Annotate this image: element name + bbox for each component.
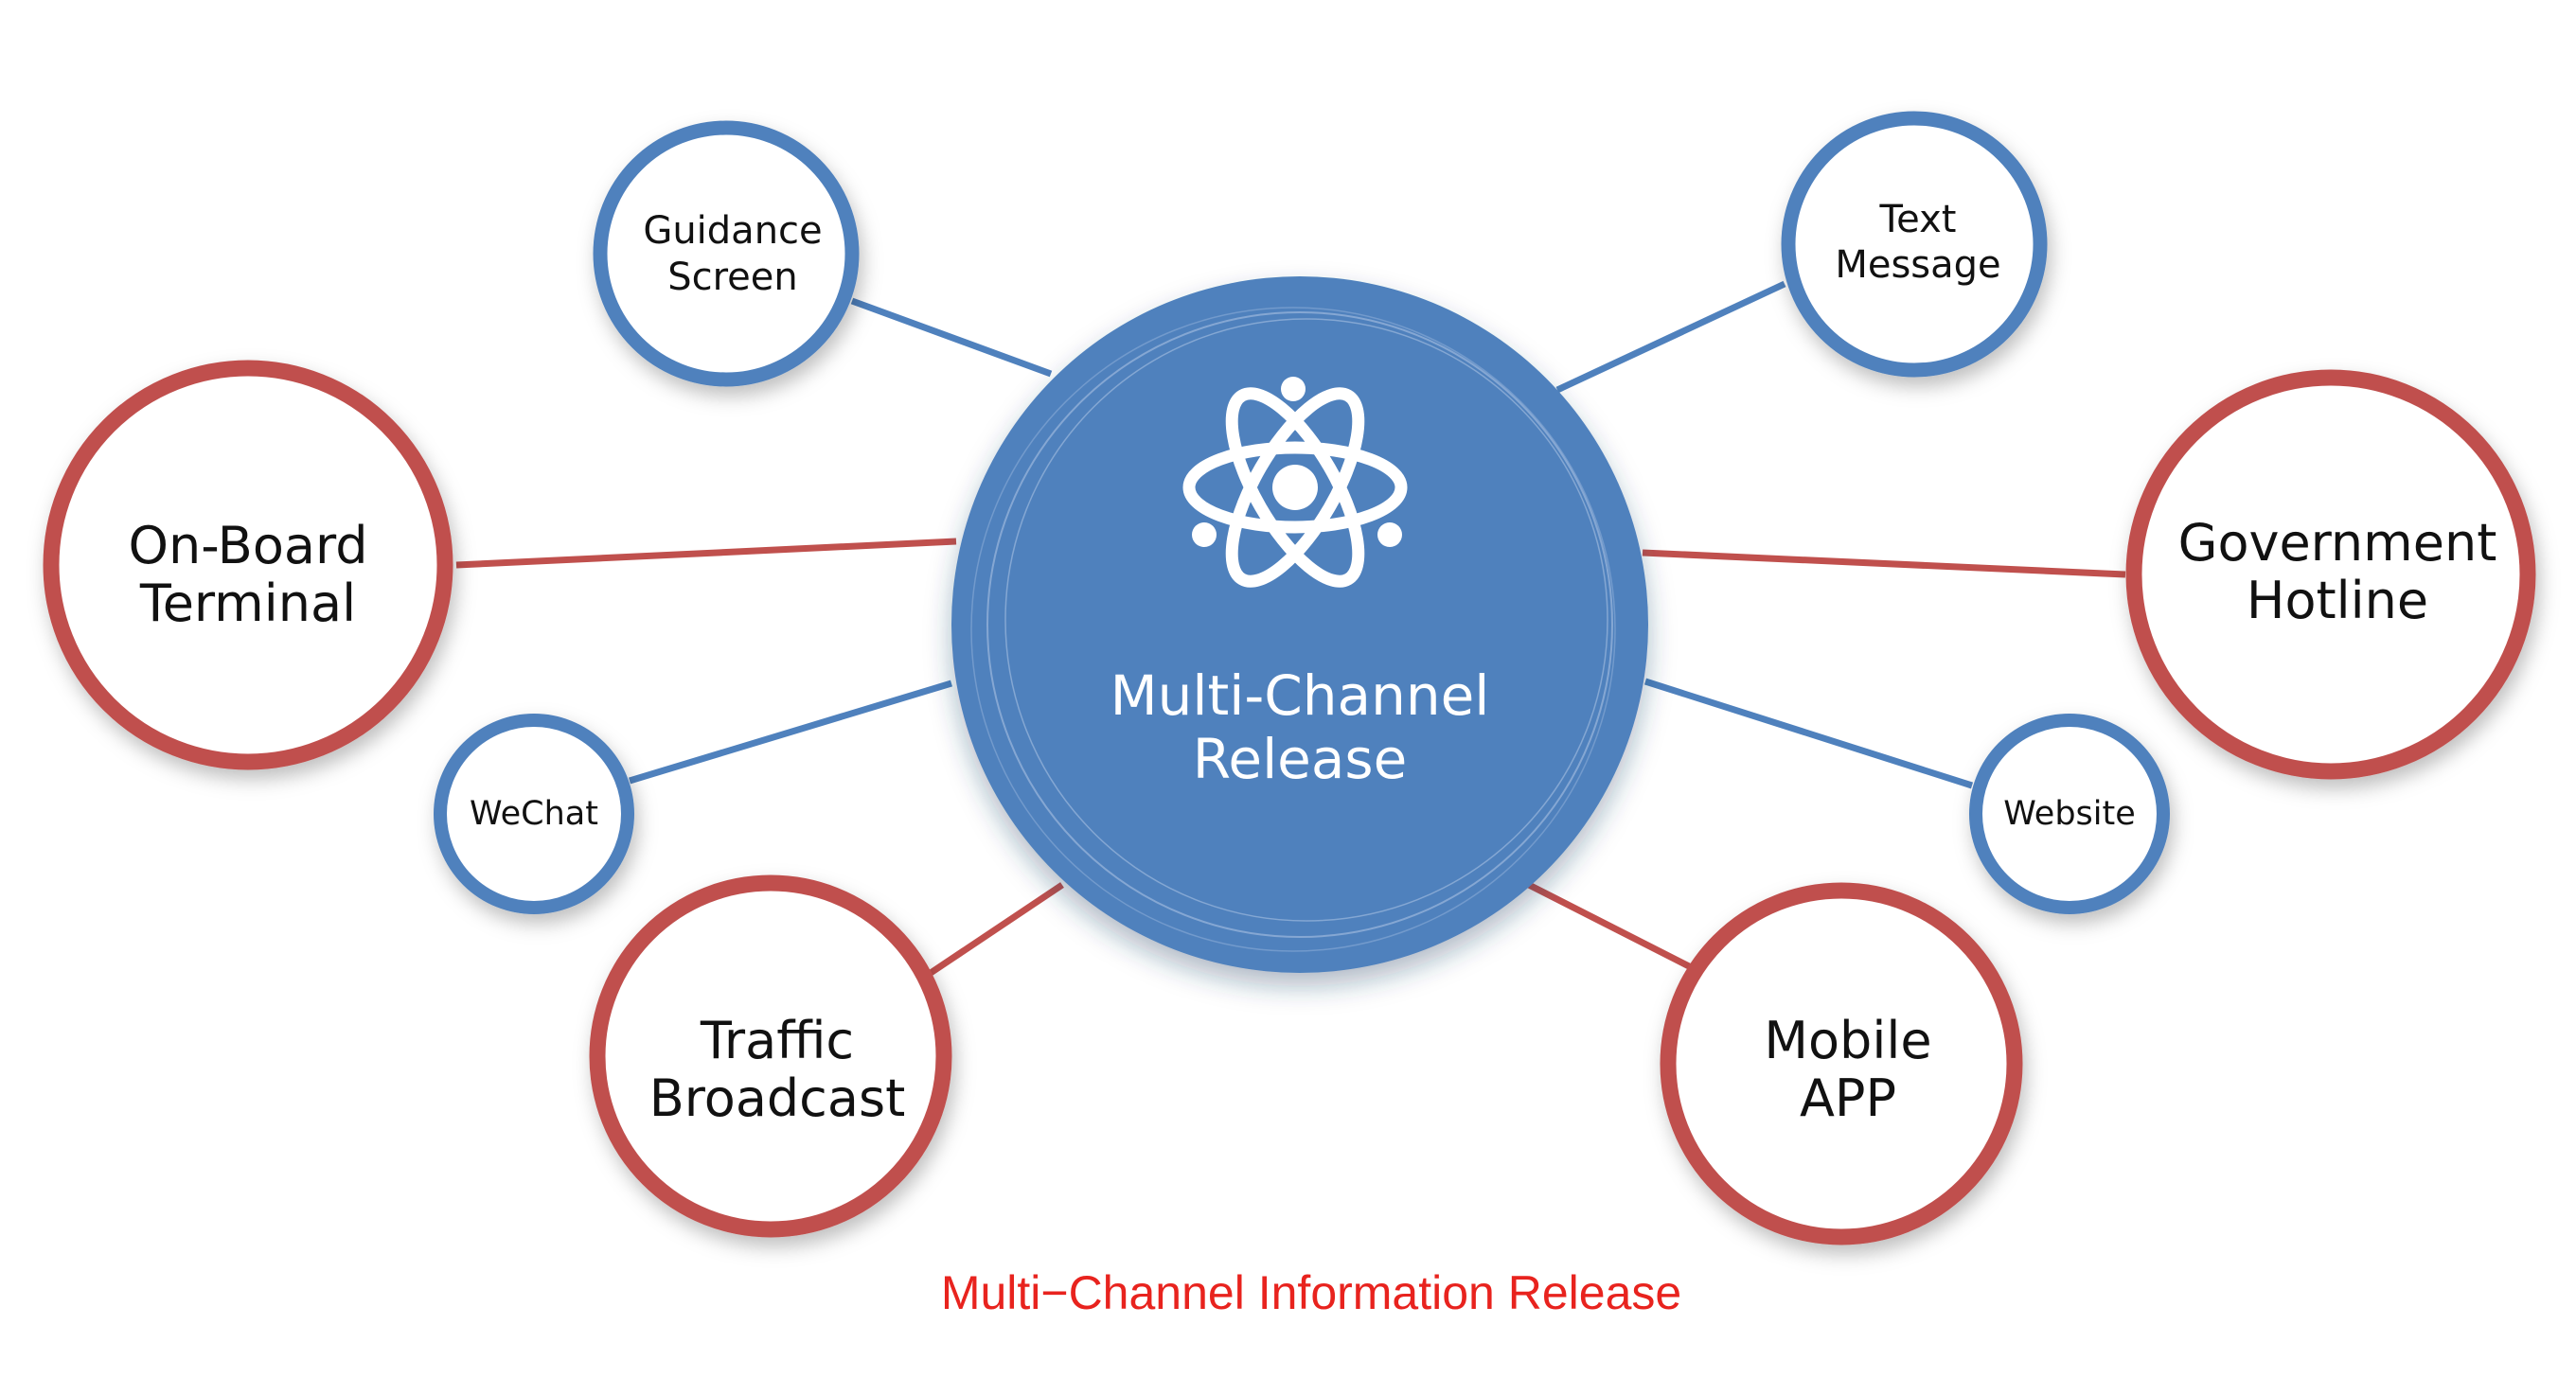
- node-on-board-terminal-line2: Terminal: [139, 574, 356, 633]
- hub-label-line2: Release: [1193, 727, 1408, 791]
- node-on-board-terminal: On-Board Terminal: [43, 360, 453, 770]
- node-mobile-app: Mobile APP: [1660, 882, 2023, 1245]
- node-website-circle: [1969, 714, 2170, 914]
- node-government-hotline-circle: [2125, 369, 2536, 780]
- node-government-hotline-line1: Government: [2178, 513, 2497, 573]
- node-on-board-terminal-circle: [43, 360, 453, 770]
- connectors: [455, 280, 2126, 978]
- node-on-board-terminal-line1: On-Board: [129, 516, 368, 575]
- node-government-hotline-line2: Hotline: [2247, 571, 2428, 630]
- node-guidance-screen: Guidance Screen: [593, 120, 860, 387]
- node-traffic-broadcast-line2: Broadcast: [649, 1068, 906, 1128]
- node-guidance-screen-line1: Guidance: [643, 209, 822, 253]
- atom-icon: [1182, 377, 1408, 588]
- node-website-line1: Website: [2003, 795, 2136, 833]
- node-wechat-line1: WeChat: [470, 795, 598, 833]
- node-traffic-broadcast-line1: Traffic: [700, 1011, 854, 1070]
- hub-inner-ring-3: [970, 307, 1616, 952]
- node-website: Website: [1969, 714, 2170, 914]
- connector-text-message: [1555, 280, 1786, 394]
- node-traffic-broadcast-circle: [589, 874, 952, 1238]
- node-text-message-line2: Message: [1835, 243, 2000, 287]
- diagram-caption: Multi−Channel Information Release: [941, 1266, 1681, 1319]
- node-mobile-app-line2: APP: [1800, 1068, 1896, 1128]
- connector-guidance-screen: [850, 297, 1053, 378]
- connector-mobile-app: [1527, 881, 1697, 973]
- hub-inner-ring-2: [1004, 318, 1608, 922]
- node-text-message-line1: Text: [1879, 198, 1957, 241]
- node-guidance-screen-circle: [593, 120, 860, 387]
- node-text-message-circle: [1781, 111, 2048, 378]
- node-wechat-circle: [434, 714, 634, 914]
- connector-wechat: [628, 680, 953, 785]
- node-traffic-broadcast: Traffic Broadcast: [589, 874, 952, 1238]
- hub-circle: [951, 276, 1648, 973]
- node-text-message: Text Message: [1781, 111, 2048, 378]
- node-mobile-app-line1: Mobile: [1764, 1011, 1931, 1070]
- node-guidance-screen-line2: Screen: [667, 256, 798, 299]
- hub-inner-ring: [986, 311, 1613, 938]
- node-mobile-app-circle: [1660, 882, 2023, 1245]
- hub: Multi-Channel Release: [951, 276, 1648, 973]
- connector-on-board-terminal: [455, 538, 957, 569]
- node-government-hotline: Government Hotline: [2125, 369, 2536, 780]
- connector-traffic-broadcast: [926, 882, 1064, 978]
- connector-website: [1643, 678, 1974, 789]
- node-wechat: WeChat: [434, 714, 634, 914]
- hub-label-line1: Multi-Channel: [1110, 663, 1490, 728]
- connector-government-hotline: [1642, 549, 2126, 578]
